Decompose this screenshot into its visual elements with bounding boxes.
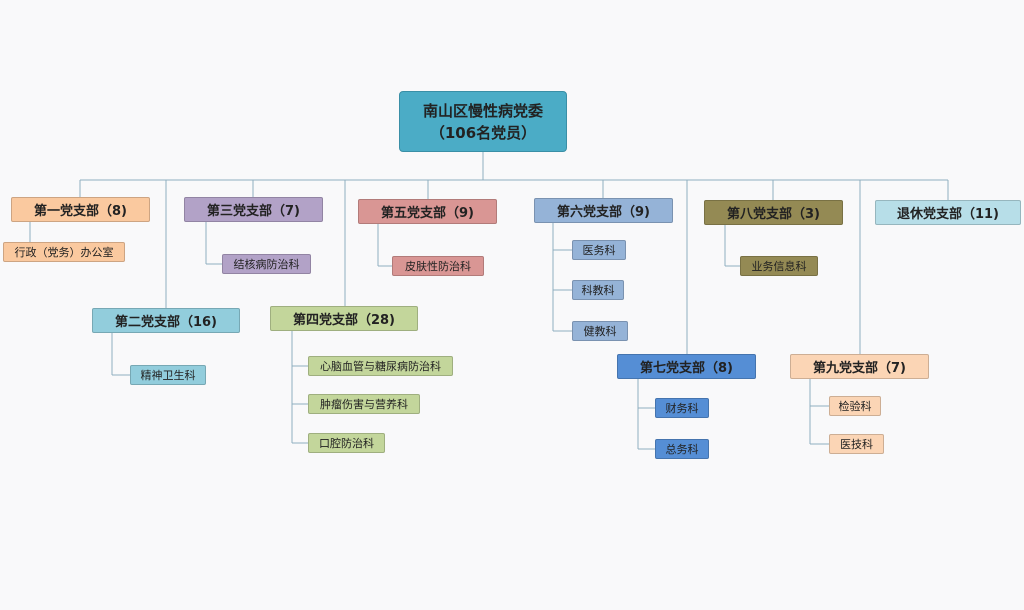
branch-5: 第五党支部（9) [358,199,497,224]
leaf-b4-2: 肿瘤伤害与营养科 [308,394,420,414]
leaf-b9-2: 医技科 [829,434,884,454]
leaf-b6-3: 健教科 [572,321,628,341]
root-title: 南山区慢性病党委 [422,101,543,120]
root-node: 南山区慢性病党委 （106名党员） [399,91,567,152]
branch-retired: 退休党支部（11) [875,200,1021,225]
leaf-b5-1: 皮肤性防治科 [392,256,484,276]
leaf-b3-1: 结核病防治科 [222,254,311,274]
leaf-b4-1: 心脑血管与糖尿病防治科 [308,356,453,376]
leaf-b7-1: 财务科 [655,398,709,418]
branch-8: 第八党支部（3) [704,200,843,225]
leaf-b2-1: 精神卫生科 [130,365,206,385]
leaf-b6-1: 医务科 [572,240,626,260]
branch-1: 第一党支部（8) [11,197,150,222]
leaf-b8-1: 业务信息科 [740,256,818,276]
leaf-b4-3: 口腔防治科 [308,433,385,453]
branch-4: 第四党支部（28) [270,306,418,331]
branch-7: 第七党支部（8) [617,354,756,379]
leaf-b1-1: 行政（党务）办公室 [3,242,125,262]
leaf-b7-2: 总务科 [655,439,709,459]
branch-2: 第二党支部（16) [92,308,240,333]
branch-9: 第九党支部（7) [790,354,929,379]
root-subtitle: （106名党员） [429,123,537,142]
branch-6: 第六党支部（9) [534,198,673,223]
leaf-b9-1: 检验科 [829,396,881,416]
branch-3: 第三党支部（7) [184,197,323,222]
leaf-b6-2: 科教科 [572,280,624,300]
